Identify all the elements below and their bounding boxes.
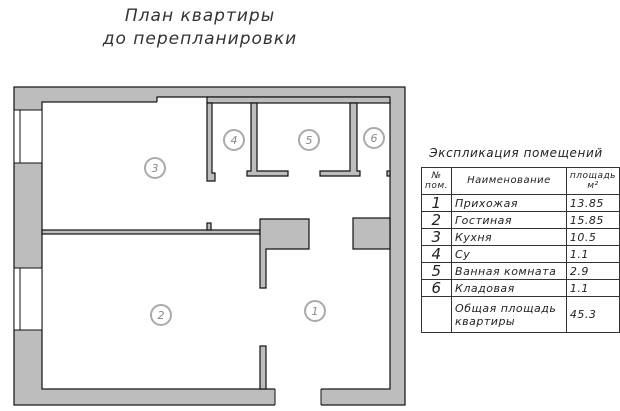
total-num-empty: [420, 296, 453, 333]
window-living: [13, 267, 43, 331]
total-area: 45.3: [565, 296, 620, 333]
row-num: 2: [420, 211, 453, 229]
room-label-1: 1: [304, 300, 326, 322]
row-area: 1.1: [565, 279, 620, 297]
room-label-3: 3: [144, 157, 166, 179]
room-label-5: 5: [298, 129, 320, 151]
row-num: 5: [420, 262, 453, 280]
row-name: Кухня: [451, 228, 567, 246]
svg-text:6: 6: [371, 132, 378, 145]
storage-wall-stub: [386, 170, 391, 177]
kitchen-living-partition: [41, 229, 261, 235]
entrance-door-gap: [275, 388, 321, 406]
row-name: Прихожая: [451, 194, 567, 212]
window-kitchen: [13, 109, 43, 164]
right-wall-block: [352, 217, 391, 250]
bath-storage-wall: [319, 102, 361, 177]
plan-title-line2: до перепланировки: [102, 29, 298, 49]
row-num: 4: [420, 245, 453, 263]
svg-text:1: 1: [312, 305, 319, 318]
plan-title-line1: План квартиры: [124, 6, 276, 26]
header-area: площадь м²: [565, 167, 620, 195]
column-block: [259, 218, 310, 289]
total-label: Общая площадь квартиры: [451, 296, 567, 333]
row-area: 15.85: [565, 211, 620, 229]
row-name: Су: [451, 245, 567, 263]
wc-left-wall: [206, 102, 216, 182]
row-area: 1.1: [565, 245, 620, 263]
row-num: 3: [420, 228, 453, 246]
svg-text:2: 2: [158, 309, 165, 322]
header-num: № пом.: [420, 167, 453, 195]
table-header-row: № пом. Наименование площадь м²: [420, 167, 620, 195]
floor-plan: 1 2 3 4 5 6: [13, 86, 406, 406]
hall-wall-stub: [259, 345, 267, 390]
room-label-6: 6: [363, 127, 385, 149]
svg-text:5: 5: [306, 134, 313, 147]
row-area: 10.5: [565, 228, 620, 246]
table-caption: Экспликация помещений: [429, 146, 603, 160]
svg-text:3: 3: [152, 162, 159, 175]
row-name: Ванная комната: [451, 262, 567, 280]
row-name: Кладовая: [451, 279, 567, 297]
row-area: 13.85: [565, 194, 620, 212]
svg-text:4: 4: [231, 134, 238, 147]
room-label-2: 2: [150, 304, 172, 326]
row-area: 2.9: [565, 262, 620, 280]
header-name: Наименование: [451, 167, 567, 195]
interior: [41, 101, 391, 390]
wet-zone-top-wall: [206, 96, 391, 104]
row-name: Гостиная: [451, 211, 567, 229]
row-num: 1: [420, 194, 453, 212]
partition-stub: [206, 222, 212, 231]
room-label-4: 4: [223, 129, 245, 151]
row-num: 6: [420, 279, 453, 297]
wc-bath-wall: [246, 102, 289, 177]
